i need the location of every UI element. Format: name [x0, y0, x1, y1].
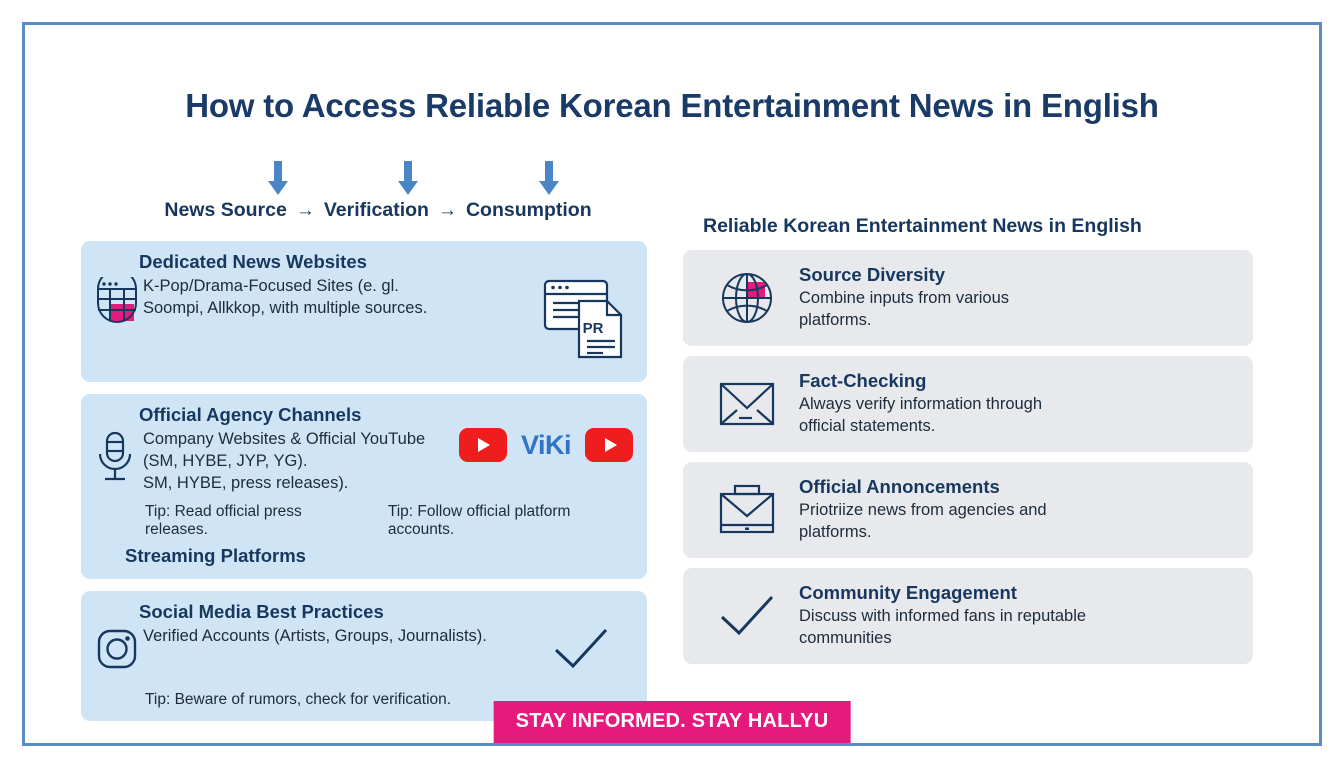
card-text-line: Company Websites & Official YouTube [143, 430, 426, 448]
browser-globe-icon [95, 269, 143, 332]
platform-logos: ViKi [449, 428, 633, 462]
youtube-logo[interactable] [458, 428, 507, 462]
svg-text:PR: PR [583, 320, 604, 337]
flow-separator: → [437, 200, 457, 221]
tip-beware-rumors: Tip: Beware of rumors, check for verific… [145, 691, 452, 709]
card-title: Social Media Best Practices [139, 601, 384, 623]
card-title: Community Engagement [799, 582, 1017, 604]
left-column: Dedicated News Websites [81, 241, 647, 733]
tip-row: Tip: Read official press releases. Tip: … [95, 503, 633, 539]
down-arrow-icon [539, 161, 559, 195]
flow-step-consumption: Consumption [465, 199, 592, 221]
envelope-briefcase-icon [701, 484, 793, 536]
right-column: Reliable Korean Entertainment News in En… [683, 215, 1253, 674]
stay-informed-banner: STAY INFORMED. STAY HALLYU [493, 701, 851, 743]
youtube-logo[interactable] [585, 428, 633, 462]
card-text: Verified Accounts (Artists, Groups, Jour… [143, 627, 487, 646]
card-dedicated-news-websites[interactable]: Dedicated News Websites [81, 241, 647, 382]
banner-text: STAY INFORMED. STAY HALLYU [515, 710, 829, 732]
flow-arrow-row [143, 161, 613, 199]
card-subtitle-streaming-platforms: Streaming Platforms [125, 545, 306, 567]
card-source-diversity[interactable]: Source Diversity Combine inputs from var… [683, 250, 1253, 346]
card-text-lines: Company Websites & Official YouTube (SM,… [143, 428, 425, 494]
process-flow: News Source → Verification → Consumption [143, 161, 613, 222]
card-title: Fact-Checking [799, 370, 927, 392]
card-desc: Discuss with informed fans in reputable … [799, 607, 1087, 647]
globe-icon [701, 270, 793, 326]
flow-step-labels: News Source → Verification → Consumption [143, 199, 613, 222]
card-official-agency-channels[interactable]: Official Agency Channels [81, 394, 647, 580]
tip-read-press-releases: Tip: Read official press releases. [145, 503, 302, 539]
card-text-line: (SM, HYBE, JYP, YG). [143, 451, 308, 470]
envelope-icon [701, 380, 793, 428]
tip-follow-platform-accounts: Tip: Follow official platform accounts. [387, 503, 571, 539]
down-arrow-icon [398, 161, 418, 195]
infographic-frame: How to Access Reliable Korean Entertainm… [22, 22, 1322, 746]
instagram-icon [95, 625, 143, 676]
card-desc: Priotriize news from agencies and platfo… [799, 501, 1047, 541]
card-desc: Combine inputs from various platforms. [799, 289, 1010, 329]
flow-step-verification: Verification [323, 199, 429, 221]
flow-separator: → [295, 200, 315, 221]
card-official-annoncements[interactable]: Official Annoncements Priotriize news fr… [683, 462, 1253, 558]
flow-step-news-source: News Source [164, 199, 287, 221]
viki-logo[interactable]: ViKi [520, 429, 572, 460]
card-title: Official Agency Channels [139, 404, 362, 425]
card-title: Source Diversity [799, 264, 946, 286]
page-title: How to Access Reliable Korean Entertainm… [185, 87, 1159, 124]
checkmark-icon [701, 592, 793, 640]
card-title: Official Annoncements [799, 476, 1000, 498]
down-arrow-icon [268, 161, 288, 195]
card-fact-checking[interactable]: Fact-Checking Always verify information … [683, 356, 1253, 452]
card-community-engagement[interactable]: Community Engagement Discuss with inform… [683, 568, 1253, 664]
right-column-heading: Reliable Korean Entertainment News in En… [703, 215, 1142, 237]
card-title: Dedicated News Websites [139, 251, 367, 272]
card-text-line: SM, HYBE, press releases). [143, 473, 349, 492]
card-social-media-best-practices[interactable]: Social Media Best Practices Verified Acc… [81, 591, 647, 722]
press-release-document-icon: PR [531, 275, 633, 370]
card-desc: Always verify information through offici… [799, 395, 1043, 435]
checkmark-icon [541, 625, 633, 678]
card-text: K-Pop/Drama-Focused Sites (e. gl. Soompi… [143, 277, 428, 317]
microphone-icon [95, 428, 143, 491]
